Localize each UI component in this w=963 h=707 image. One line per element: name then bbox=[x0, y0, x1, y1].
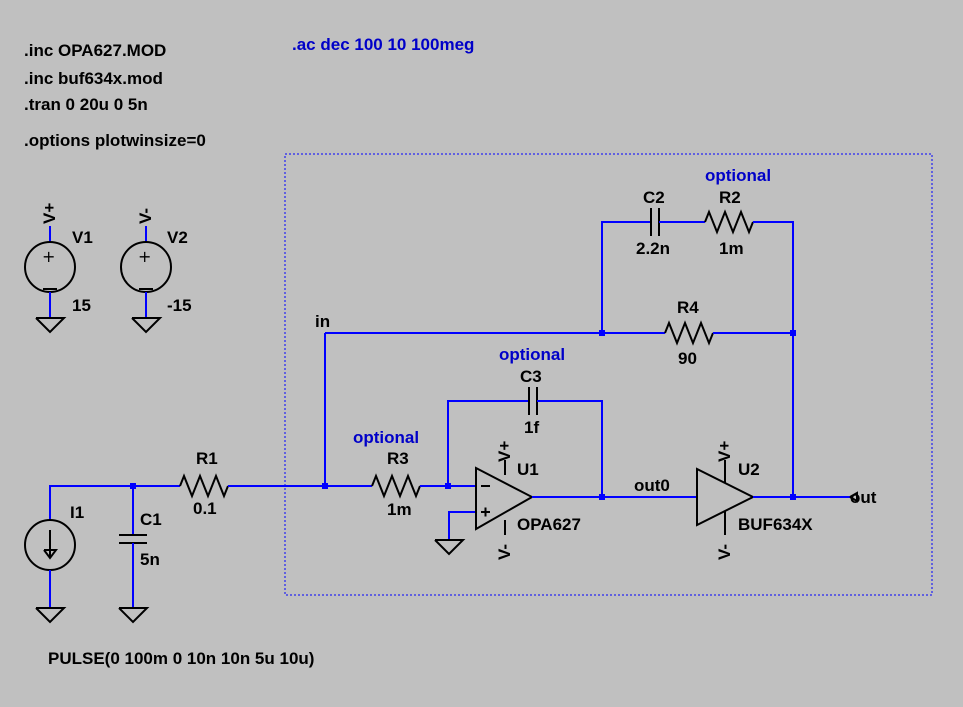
u2-vminus-label: V- bbox=[715, 544, 734, 560]
circuit-box bbox=[284, 153, 933, 596]
directive-tran[interactable]: .tran 0 20u 0 5n bbox=[24, 95, 148, 114]
svg-text:+: + bbox=[42, 247, 55, 266]
u2-name: U2 bbox=[738, 460, 760, 479]
net-label-in: in bbox=[315, 312, 330, 331]
c1-name: C1 bbox=[140, 510, 162, 529]
current-source-i1[interactable] bbox=[24, 485, 133, 624]
resistor-r1[interactable] bbox=[133, 473, 325, 499]
v2-value: -15 bbox=[167, 296, 192, 315]
i1-name: I1 bbox=[70, 503, 84, 522]
capacitor-c3[interactable] bbox=[447, 387, 603, 497]
net-flag-out[interactable] bbox=[849, 491, 858, 503]
c1-value: 5n bbox=[140, 550, 160, 569]
v1-name: V1 bbox=[72, 228, 93, 247]
u1-model: OPA627 bbox=[517, 515, 581, 534]
voltage-source-v2[interactable]: + bbox=[120, 226, 172, 334]
v2-net-label: V- bbox=[136, 208, 155, 224]
v1-value: 15 bbox=[72, 296, 91, 315]
u1-vminus-label: V- bbox=[495, 544, 514, 560]
c3-value: 1f bbox=[524, 418, 539, 437]
c3-optional-note: optional bbox=[499, 345, 565, 364]
r4-name: R4 bbox=[677, 298, 699, 317]
r4-value: 90 bbox=[678, 349, 697, 368]
resistor-r4[interactable] bbox=[602, 320, 793, 346]
r2-name: R2 bbox=[719, 188, 741, 207]
net-label-out0: out0 bbox=[634, 476, 670, 495]
pulse-spec[interactable]: PULSE(0 100m 0 10n 10n 5u 10u) bbox=[48, 649, 314, 668]
v1-net-label: V+ bbox=[40, 203, 59, 224]
r3-name: R3 bbox=[387, 449, 409, 468]
u2-vplus-label: V+ bbox=[715, 441, 734, 462]
svg-text:+: + bbox=[138, 247, 151, 266]
directive-inc-opa627[interactable]: .inc OPA627.MOD bbox=[24, 41, 166, 60]
resistor-r2[interactable] bbox=[704, 209, 794, 333]
voltage-source-v1[interactable]: + bbox=[24, 226, 76, 334]
r3-value: 1m bbox=[387, 500, 412, 519]
u1-name: U1 bbox=[517, 460, 539, 479]
r2-value: 1m bbox=[719, 239, 744, 258]
net-label-out: out bbox=[850, 488, 877, 507]
directive-options[interactable]: .options plotwinsize=0 bbox=[24, 131, 206, 150]
resistor-r3[interactable] bbox=[325, 473, 448, 499]
buffer-u2[interactable] bbox=[696, 460, 850, 535]
u1-vplus-label: V+ bbox=[495, 441, 514, 462]
capacitor-c2[interactable] bbox=[601, 208, 705, 333]
r2-optional-note: optional bbox=[705, 166, 771, 185]
directive-ac[interactable]: .ac dec 100 10 100meg bbox=[292, 35, 474, 54]
opamp-u1[interactable] bbox=[434, 460, 602, 556]
directive-inc-buf634x[interactable]: .inc buf634x.mod bbox=[24, 69, 163, 88]
c3-name: C3 bbox=[520, 367, 542, 386]
v2-name: V2 bbox=[167, 228, 188, 247]
r1-name: R1 bbox=[196, 449, 218, 468]
c2-name: C2 bbox=[643, 188, 665, 207]
u2-model: BUF634X bbox=[738, 515, 813, 534]
c2-value: 2.2n bbox=[636, 239, 670, 258]
r3-optional-note: optional bbox=[353, 428, 419, 447]
r1-value: 0.1 bbox=[193, 499, 217, 518]
capacitor-c1[interactable] bbox=[118, 486, 150, 624]
